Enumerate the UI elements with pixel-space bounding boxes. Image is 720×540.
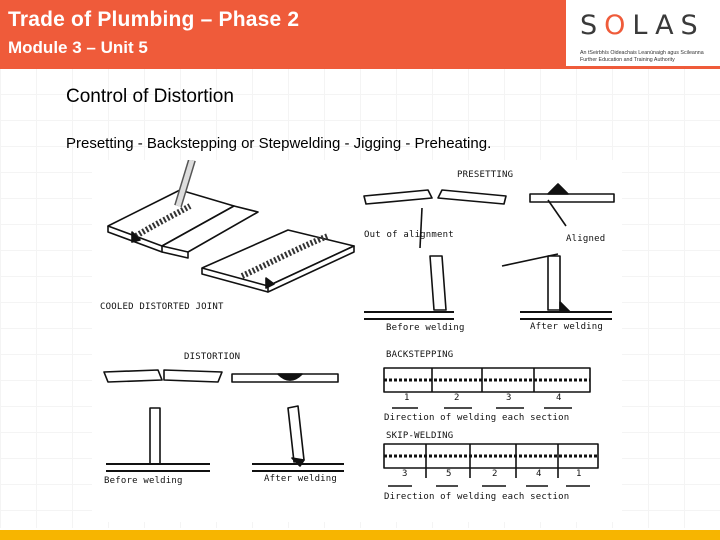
label-after-welding-top: After welding — [530, 322, 604, 332]
skip-number: 3 — [402, 469, 408, 479]
distortion-drawing — [103, 369, 344, 472]
skip-welding-drawing — [383, 443, 599, 487]
label-before-welding-top: Before welding — [386, 323, 465, 333]
skip-number: 1 — [576, 469, 582, 479]
label-direction-backstepping: Direction of welding each section — [384, 413, 570, 423]
label-cooled-distorted-joint: COOLED DISTORTED JOINT — [100, 302, 224, 312]
label-out-of-alignment: Out of alignment — [364, 230, 454, 240]
skip-number: 4 — [536, 469, 542, 479]
welding-plates-drawing — [107, 160, 259, 259]
solas-logo: SOLAS An tSeirbhís Oideachais Leanúnaigh… — [572, 6, 720, 64]
logo-tagline-irish: An tSeirbhís Oideachais Leanúnaigh agus … — [580, 50, 704, 56]
label-backstepping: BACKSTEPPING — [386, 350, 454, 360]
slide-subtitle: Presetting - Backstepping or Stepwelding… — [66, 135, 492, 152]
logo-wordmark: SOLAS — [580, 10, 705, 41]
label-distortion: DISTORTION — [184, 352, 241, 362]
label-skip-welding: SKIP-WELDING — [386, 431, 454, 441]
logo-letter-s: S — [580, 10, 605, 41]
label-before-welding-bottom: Before welding — [104, 476, 183, 486]
logo-letter-o: O — [604, 10, 633, 41]
presetting-drawing — [363, 183, 615, 320]
backstep-number: 3 — [506, 393, 512, 403]
backstepping-drawing — [383, 367, 591, 409]
header-subtitle: Module 3 – Unit 5 — [8, 38, 148, 57]
footer-bar — [0, 530, 720, 540]
figure-drawing — [103, 160, 615, 487]
distortion-control-figure: PRESETTING Out of alignment Aligned Befo… — [92, 160, 622, 522]
label-after-welding-bottom: After welding — [264, 474, 338, 484]
header-title: Trade of Plumbing – Phase 2 — [8, 8, 300, 31]
label-aligned: Aligned — [566, 234, 606, 244]
backstep-number: 2 — [454, 393, 460, 403]
header-divider — [0, 66, 720, 69]
backstep-number: 1 — [404, 393, 410, 403]
skip-number: 2 — [492, 469, 498, 479]
backstep-number: 4 — [556, 393, 562, 403]
skip-number: 5 — [446, 469, 452, 479]
label-direction-skip-welding: Direction of welding each section — [384, 492, 570, 502]
header-bar: Trade of Plumbing – Phase 2 Module 3 – U… — [0, 0, 566, 66]
distorted-plates-drawing — [201, 229, 355, 293]
logo-letters-las: LAS — [632, 10, 705, 41]
slide-title: Control of Distortion — [66, 86, 234, 107]
logo-tagline-english: Further Education and Training Authority — [580, 57, 675, 63]
label-presetting: PRESETTING — [457, 170, 514, 180]
